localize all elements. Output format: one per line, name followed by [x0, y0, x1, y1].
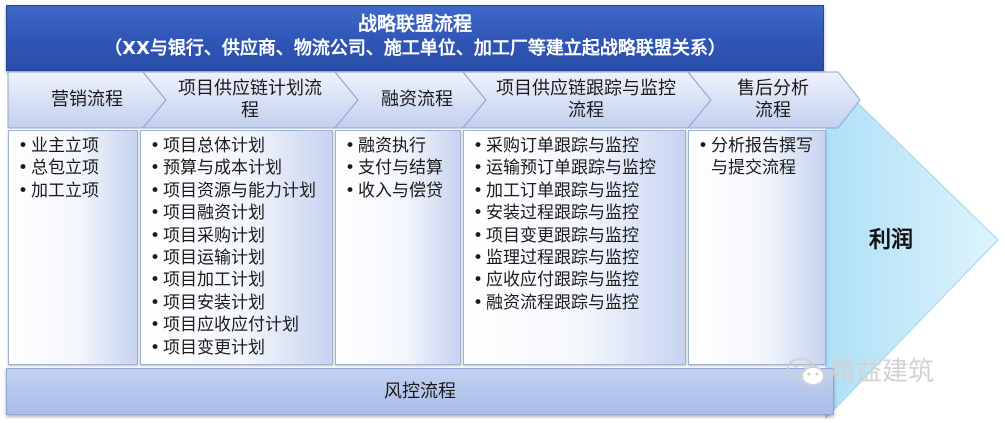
- column-finance: •融资执行 •支付与结算 •收入与偿贷: [335, 130, 461, 365]
- stage-label-plan: 项目供应链计划流 程: [178, 78, 322, 121]
- list-item: •融资执行: [345, 136, 426, 156]
- list-item: •项目总体计划: [150, 136, 265, 156]
- stage-label-aftersales: 售后分析 流程: [737, 78, 809, 121]
- list-item: •总包立项: [18, 158, 99, 179]
- list-item: •分析报告撰写与提交流程: [698, 136, 813, 179]
- watermark: 精益建筑: [786, 355, 986, 391]
- list-item: •采购订单跟踪与监控: [473, 136, 639, 156]
- list-item: •项目采购计划: [150, 225, 265, 246]
- list-item: •加工订单跟踪与监控: [473, 180, 639, 201]
- list-item: •项目运输计划: [150, 248, 265, 269]
- column-aftersales: •分析报告撰写与提交流程: [688, 130, 826, 365]
- list-item: •融资流程跟踪与监控: [473, 292, 639, 313]
- list-item: •收入与偿贷: [345, 180, 443, 201]
- stage-label-marketing: 营销流程: [51, 89, 123, 110]
- risk-control-label: 风控流程: [384, 381, 456, 402]
- list-item: •安装过程跟踪与监控: [473, 203, 639, 224]
- list-item: •应收应付跟踪与监控: [473, 270, 639, 291]
- page-title: 战略联盟流程: [357, 13, 472, 35]
- stage-label-finance: 融资流程: [381, 89, 453, 110]
- list-item: •运输预订单跟踪与监控: [473, 158, 656, 179]
- wechat-icon: [787, 357, 825, 386]
- risk-control-bar: 风控流程: [6, 368, 834, 415]
- header-banner: 战略联盟流程 （XX与银行、供应商、物流公司、施工单位、加工厂等建立起战略联盟关…: [6, 5, 824, 71]
- list-item: •项目变更计划: [150, 337, 265, 358]
- list-item: •项目融资计划: [150, 203, 265, 224]
- column-plan: •项目总体计划 •预算与成本计划 •项目资源与能力计划 •项目融资计划 •项目采…: [140, 130, 333, 365]
- watermark-text: 精益建筑: [830, 357, 935, 387]
- list-item: •项目应收应付计划: [150, 315, 299, 336]
- page-subtitle: （XX与银行、供应商、物流公司、施工单位、加工厂等建立起战略联盟关系）: [104, 38, 726, 59]
- list-item: •支付与结算: [345, 158, 443, 179]
- list-item: •业主立项: [18, 136, 99, 156]
- list-item: •项目变更跟踪与监控: [473, 225, 639, 246]
- list-item: •项目安装计划: [150, 292, 265, 313]
- list-item: •加工立项: [18, 180, 99, 201]
- list-item: •监理过程跟踪与监控: [473, 248, 639, 269]
- column-tracking: •采购订单跟踪与监控 •运输预订单跟踪与监控 •加工订单跟踪与监控 •安装过程跟…: [463, 130, 686, 365]
- stage-chevron-aftersales: [686, 71, 861, 129]
- list-item: •项目资源与能力计划: [150, 180, 316, 201]
- stage-label-tracking: 项目供应链跟踪与监控 流程: [496, 78, 676, 121]
- list-item: •项目加工计划: [150, 270, 265, 291]
- profit-label: 利润: [868, 228, 913, 253]
- list-item: •预算与成本计划: [150, 158, 282, 179]
- column-marketing: •业主立项 •总包立项 •加工立项: [8, 130, 138, 365]
